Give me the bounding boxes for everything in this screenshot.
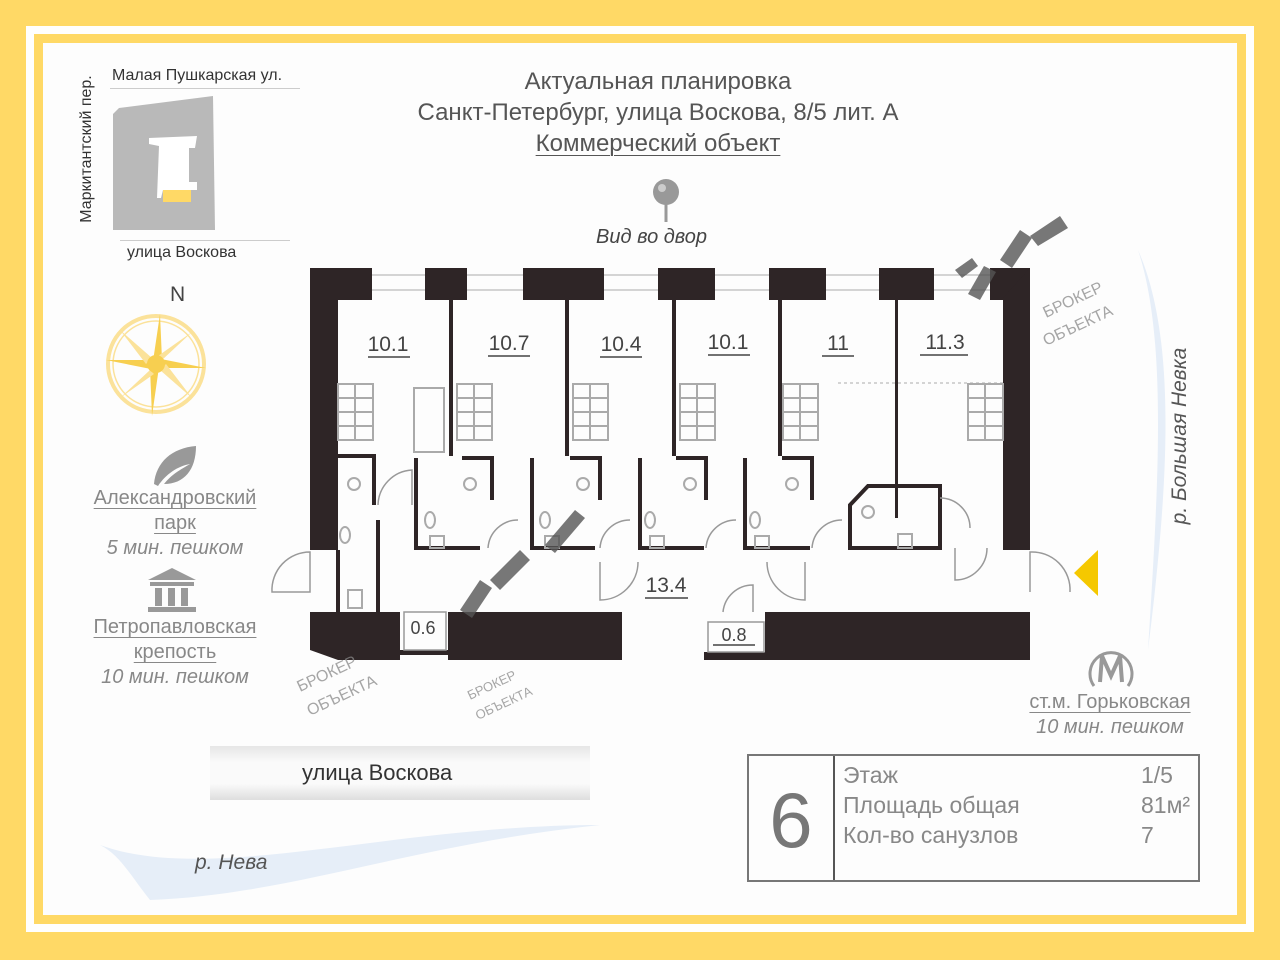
poi-fortress-walk: 10 мин. пешком bbox=[101, 666, 249, 688]
compass-north-label: N bbox=[170, 283, 186, 306]
poi-fortress-name-2[interactable]: крепость bbox=[133, 641, 217, 663]
street-band bbox=[210, 746, 590, 800]
fixtures bbox=[339, 477, 913, 609]
room-label: 11.3 bbox=[925, 331, 964, 354]
river-neva: р. Нева bbox=[195, 851, 268, 874]
walls bbox=[310, 268, 1030, 660]
header-address: Санкт-Петербург, улица Воскова, 8/5 лит.… bbox=[417, 99, 899, 126]
minimap-block bbox=[113, 96, 215, 230]
poi-park-walk: 5 мин. пешком bbox=[106, 537, 244, 559]
poi-park-name[interactable]: Александровский bbox=[93, 487, 257, 509]
minimap: Малая Пушкарская ул. Маркитантский пер. … bbox=[75, 60, 315, 270]
room-label: 10.1 bbox=[708, 331, 749, 354]
entrance-arrow-icon bbox=[1074, 550, 1098, 596]
stairs bbox=[337, 382, 1004, 453]
poi-fortress-name[interactable]: Петропавловская bbox=[93, 616, 257, 638]
floor-label: Этаж bbox=[843, 762, 898, 788]
metro-walk: 10 мин. пешком bbox=[1036, 716, 1184, 738]
river-bolshaya-nevka: р. Большая Невка bbox=[1168, 347, 1191, 525]
info-box: 6 Этаж 1/5 Площадь общая 81м² Кол-во сан… bbox=[747, 754, 1200, 882]
windows bbox=[372, 274, 990, 291]
bathrooms-label: Кол-во санузлов bbox=[843, 822, 1019, 848]
room-label: 10.7 bbox=[489, 332, 530, 355]
bathrooms bbox=[336, 454, 942, 612]
room-label: 13.4 bbox=[646, 574, 687, 597]
room-label: 11 bbox=[827, 332, 849, 355]
poi-park[interactable]: Александровский парк 5 мин. пешком bbox=[65, 486, 285, 561]
poi-park-name-2[interactable]: парк bbox=[154, 512, 196, 534]
room-label: 10.1 bbox=[368, 333, 409, 356]
header-title: Актуальная планировка bbox=[524, 68, 792, 95]
header-type: Коммерческий объект bbox=[535, 130, 781, 157]
unit-number: 6 bbox=[749, 756, 835, 880]
view-label: Вид во двор bbox=[596, 226, 708, 248]
minimap-street-bottom: улица Воскова bbox=[127, 244, 237, 261]
street-label: улица Воскова bbox=[302, 760, 453, 785]
compass-rose-icon bbox=[106, 314, 206, 416]
room-label: 10.4 bbox=[601, 333, 642, 356]
room-label: 0.6 bbox=[410, 618, 435, 638]
leaf-icon bbox=[154, 446, 196, 486]
area-label: Площадь общая bbox=[843, 792, 1020, 818]
river-neva-swoosh bbox=[100, 825, 600, 900]
metro-station[interactable]: ст.м. Горьковская bbox=[1029, 691, 1191, 713]
minimap-street-top: Малая Пушкарская ул. bbox=[112, 67, 283, 84]
metro-info[interactable]: ст.м. Горьковская 10 мин. пешком bbox=[1000, 690, 1220, 740]
metro-icon bbox=[1088, 651, 1134, 687]
doors bbox=[271, 469, 1071, 653]
room-label: 0.8 bbox=[721, 625, 746, 645]
watermark-logo bbox=[460, 216, 1068, 618]
area-value: 81м² bbox=[1141, 792, 1191, 818]
museum-icon bbox=[148, 568, 196, 612]
river-swoosh bbox=[1138, 250, 1166, 650]
room-label-underlines bbox=[368, 354, 968, 646]
room-labels: 10.1 10.7 10.4 10.1 11 11.3 13.4 0.6 0.8 bbox=[368, 331, 965, 645]
bathrooms-value: 7 bbox=[1141, 822, 1154, 848]
floor-value: 1/5 bbox=[1141, 762, 1173, 788]
location-pin-icon bbox=[653, 179, 679, 222]
poi-fortress[interactable]: Петропавловская крепость 10 мин. пешком bbox=[65, 615, 285, 690]
